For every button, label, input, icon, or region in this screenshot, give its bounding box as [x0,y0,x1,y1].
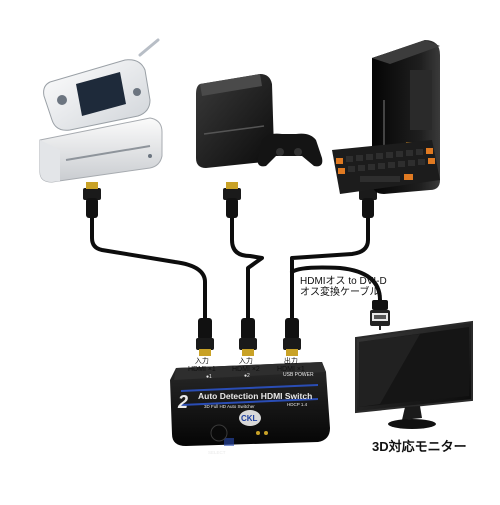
switch-subtitle: 3D Full HD Auto Switcher [204,404,255,409]
dvi-connector [370,300,390,330]
switch-brand: CKL [241,414,258,423]
wiiu-gamepad-icon [43,38,160,131]
switch-top-label-1: ●1 [206,374,212,380]
cable-wiiu [90,216,207,320]
switch-select-label: SELECT [208,450,226,455]
output-label: 出力 HDMI ×1 [277,358,305,374]
cable-dvi [290,265,382,302]
switch-number: 2 [177,392,188,412]
hdmi-plug-input-1 [196,318,214,356]
switch-top-label-3: USB POWER [283,372,314,378]
input-2-label-line2: HDMI ×2 [232,366,260,373]
ps3-controller-icon [257,133,323,167]
input-1-label: 入力 HDMI ×1 [188,358,216,374]
input-1-label-line2: HDMI ×1 [188,366,216,373]
input-1-label-line1: 入力 [194,358,209,365]
output-label-line2: HDMI ×1 [277,366,305,373]
keyboard-icon [332,140,440,194]
adapter-label: HDMIオス to DVI-D オス変換ケーブル [300,276,387,298]
hdmi-plug-output [283,318,301,356]
hdmi-plug-wiiu [83,182,101,218]
hdmi-plug-ps3 [223,182,241,218]
ps3-console-icon [196,74,274,168]
hdmi-switch-device [170,362,330,446]
monitor-label: 3D対応モニター [372,439,467,454]
input-2-label: 入力 HDMI ×2 [232,358,260,374]
input-2-label-line1: 入力 [238,358,253,365]
adapter-label-line1: HDMIオス to DVI-D [300,276,387,287]
output-label-line1: 出力 [283,358,298,365]
hdmi-plug-input-2 [239,318,257,356]
cables [90,216,382,320]
monitor-icon [355,320,473,429]
switch-badge: HDCP 1.4 [287,402,308,407]
switch-title: Auto Detection HDMI Switch [198,391,312,401]
switch-top-label-2: ●2 [244,373,250,379]
cable-ps3 [230,216,264,320]
wiiu-console-icon [39,117,163,183]
cable-pc [290,216,370,320]
adapter-label-line2: オス変換ケーブル [300,287,380,298]
